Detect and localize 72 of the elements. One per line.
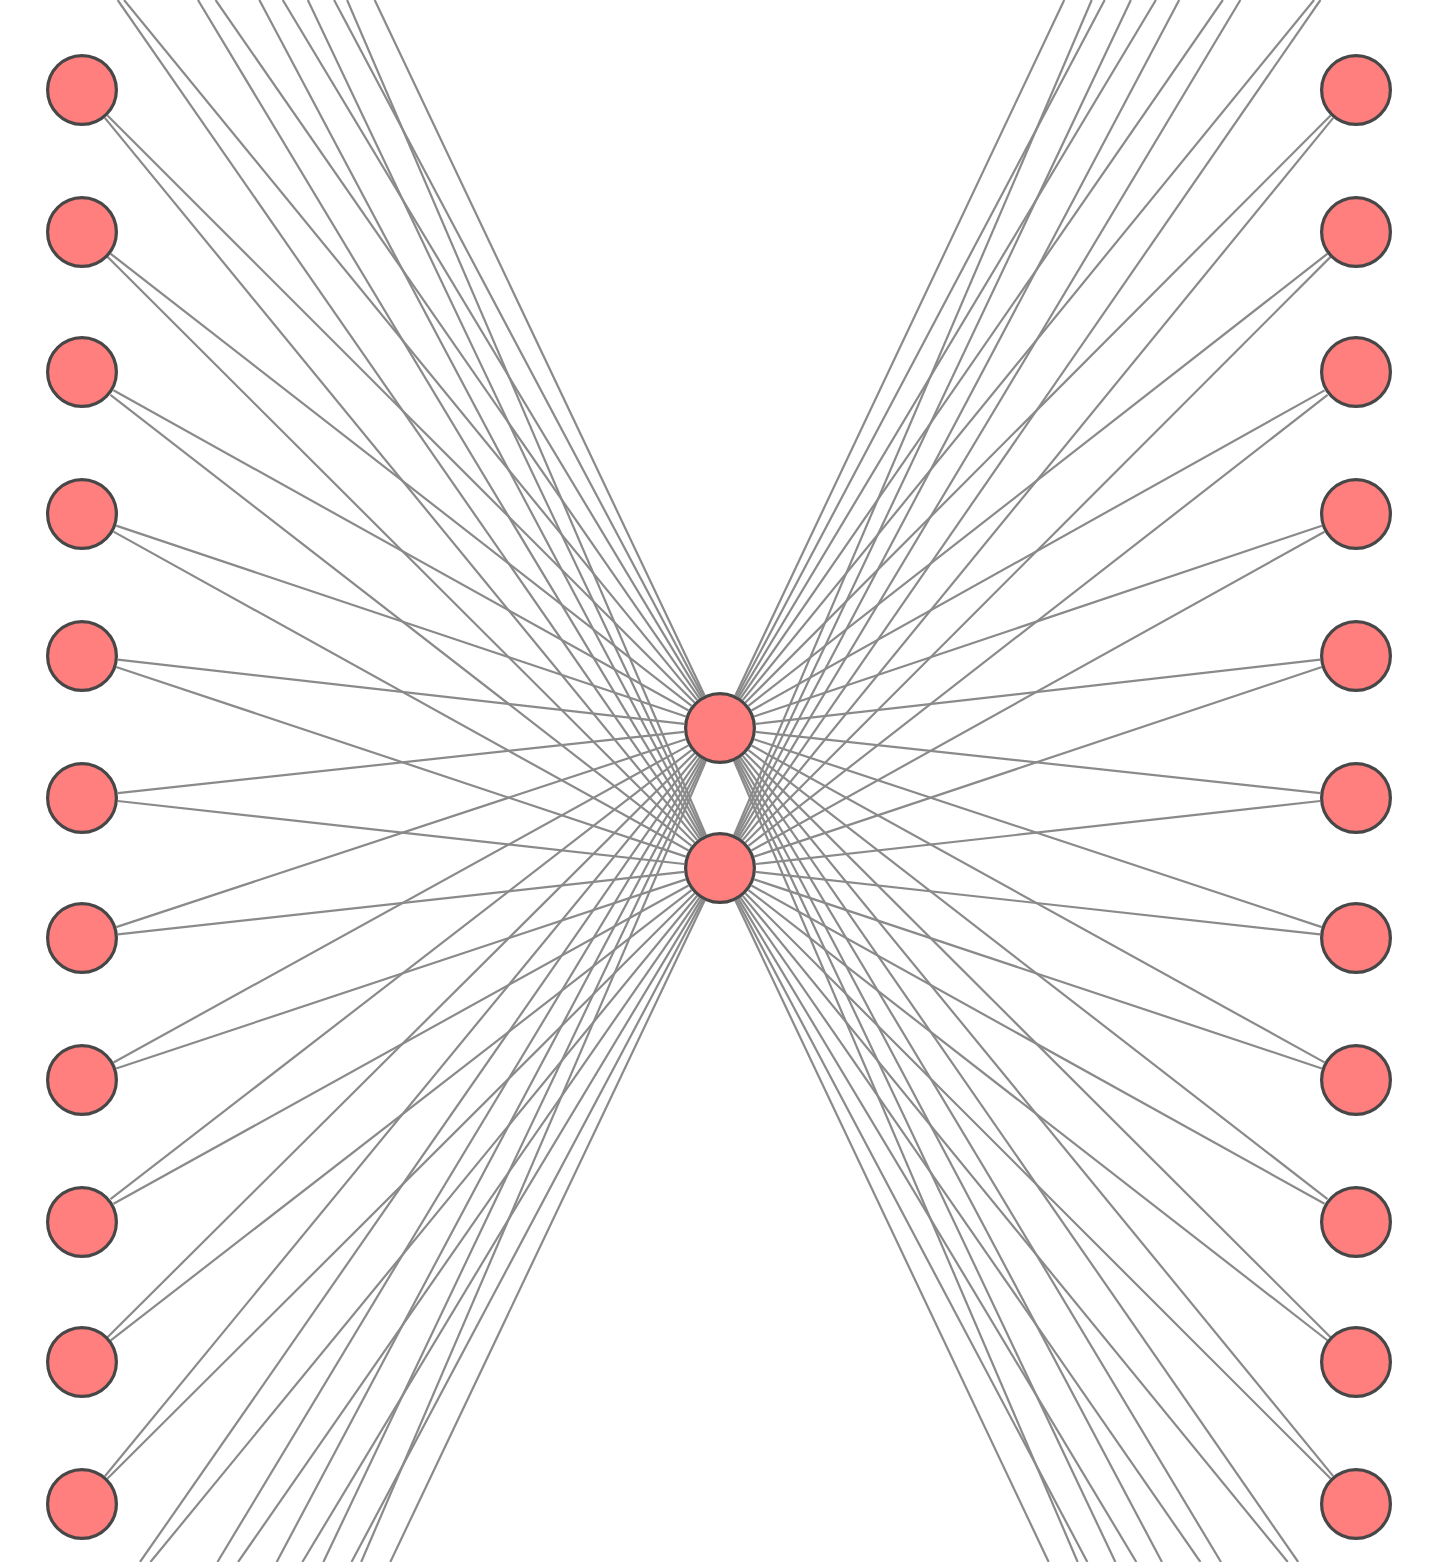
circle-node (1320, 1043, 1392, 1116)
connector-line (106, 752, 696, 1338)
circle-node (1320, 761, 1392, 833)
connector-line (115, 738, 687, 929)
connector-line (744, 256, 1332, 844)
connector-line (117, 799, 685, 866)
connector-line (112, 530, 690, 852)
connector-line (117, 870, 685, 936)
connector-line (109, 749, 693, 1201)
connector-line (741, 117, 1335, 841)
circle-node (1320, 195, 1392, 268)
circle-node (1320, 619, 1392, 692)
connector-line (755, 730, 1321, 795)
connector-line (149, 895, 698, 1562)
circle-node (46, 1326, 118, 1399)
circle-node (46, 54, 118, 126)
connector-line (744, 892, 1332, 1480)
connector-line (753, 524, 1323, 718)
connector-line (115, 524, 687, 718)
circle-node (1320, 478, 1392, 551)
circle-node (1320, 1326, 1392, 1399)
circle-node (46, 1185, 118, 1258)
connector-line (109, 889, 693, 1342)
connector-line (750, 530, 1326, 852)
connector-line (750, 389, 1326, 712)
circle-node (46, 195, 118, 268)
circle-node (1320, 1185, 1392, 1258)
connector-line (117, 730, 685, 795)
connector-line (113, 744, 689, 1064)
circle-node (1320, 902, 1392, 975)
connector-line (115, 878, 687, 1070)
circle-node (46, 619, 118, 692)
connector-line (750, 884, 1326, 1205)
connector-line (753, 878, 1323, 1070)
connector-line (104, 755, 698, 1477)
circle-node (46, 902, 118, 975)
connector-line (741, 895, 1289, 1562)
connector-line (755, 870, 1321, 936)
connector-line (755, 658, 1321, 725)
connector-line (747, 394, 1329, 847)
circle-node (46, 1043, 118, 1116)
connector-line (123, 0, 699, 701)
connector-line (109, 252, 693, 707)
connector-line (103, 117, 699, 841)
connector-line (741, 0, 1315, 701)
connector-line (747, 889, 1329, 1342)
connector-line (109, 394, 693, 847)
connector-line (747, 252, 1329, 707)
connector-line (106, 892, 696, 1480)
circle-node (46, 336, 118, 409)
connector-line (117, 658, 685, 726)
circle-node (46, 478, 118, 551)
connector-line (744, 752, 1332, 1338)
connector-line (755, 799, 1321, 866)
connector-line (753, 738, 1323, 929)
connector-line (106, 256, 696, 844)
connector-line (744, 114, 1332, 704)
circle-node (684, 832, 756, 904)
connector-line (741, 755, 1335, 1477)
connector-line (753, 665, 1323, 858)
connector-line (112, 884, 690, 1205)
connector-line (115, 665, 687, 858)
circle-node (1320, 54, 1392, 126)
circle-node (684, 692, 756, 764)
circle-node (46, 1468, 118, 1540)
circle-node (46, 761, 118, 833)
circle-node (1320, 336, 1392, 409)
connector-line (112, 389, 690, 712)
connector-line (747, 749, 1329, 1200)
circle-node (1320, 1468, 1392, 1540)
connector-line (750, 744, 1326, 1064)
connector-line (106, 114, 696, 704)
